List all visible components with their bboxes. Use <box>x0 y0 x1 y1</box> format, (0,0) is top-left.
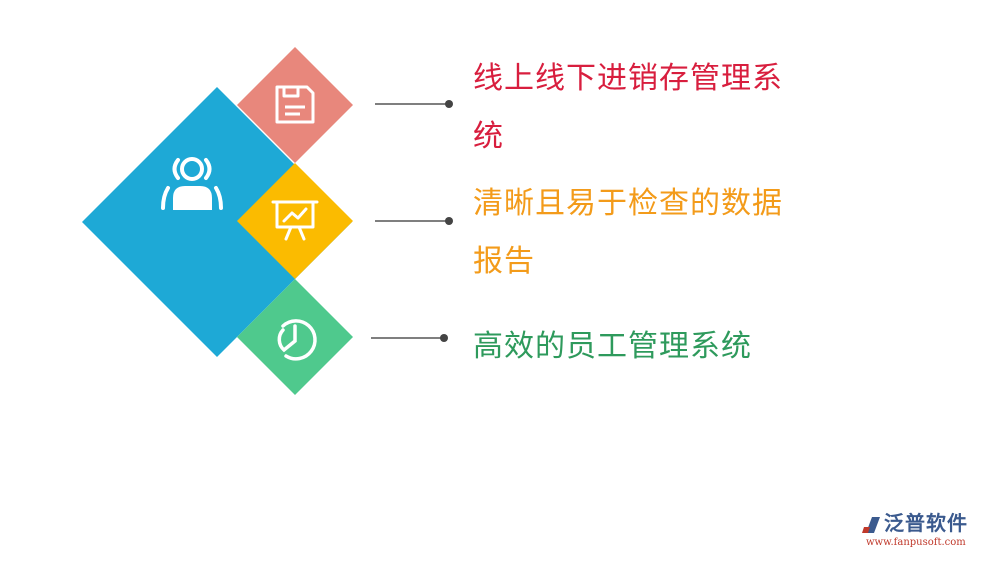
connector-dot-2 <box>445 217 453 225</box>
presentation-chart-icon <box>271 200 319 241</box>
connector-dot-3 <box>440 334 448 342</box>
floppy-disk-icon <box>275 85 315 124</box>
connector-dot-1 <box>445 100 453 108</box>
salmon-diamond <box>237 47 353 163</box>
item-text-report: 清晰且易于检查的数据报告 <box>473 186 783 279</box>
item-text-inventory: 线上线下进销存管理系统 <box>473 61 783 154</box>
connectors <box>371 100 453 342</box>
brand-url: www.fanpusoft.com <box>866 537 966 548</box>
pie-chart-icon <box>277 319 317 361</box>
yellow-diamond <box>237 163 353 279</box>
brand-logo: 泛普软件 www.fanpusoft.com <box>862 510 988 552</box>
brand-name: 泛普软件 <box>884 511 968 535</box>
item-text-staff: 高效的员工管理系统 <box>473 329 752 364</box>
user-icon <box>161 157 223 210</box>
brand-mark-icon <box>862 517 880 533</box>
